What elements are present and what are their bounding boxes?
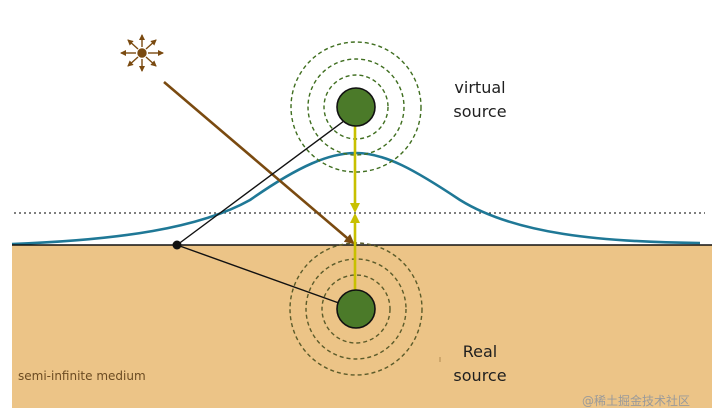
virtual-label-line1: virtual (454, 78, 506, 97)
virtual-source-label: virtual source (440, 76, 520, 124)
real-label-line1: Real (462, 342, 498, 361)
real-label-line2: source (453, 366, 507, 385)
virtual-connector-line (176, 114, 353, 246)
incident-light-ray (163, 81, 355, 245)
real-source-label: Real source (440, 340, 520, 388)
medium-label: semi-infinite medium (18, 369, 146, 383)
virtual-label-line2: source (453, 102, 507, 121)
sun-burst-icon (120, 34, 164, 72)
watermark: @稀土掘金技术社区 (582, 394, 691, 408)
detector-point (172, 240, 182, 250)
virtual-source (336, 87, 376, 127)
real-source (336, 289, 376, 329)
real-connector-line (176, 244, 351, 308)
